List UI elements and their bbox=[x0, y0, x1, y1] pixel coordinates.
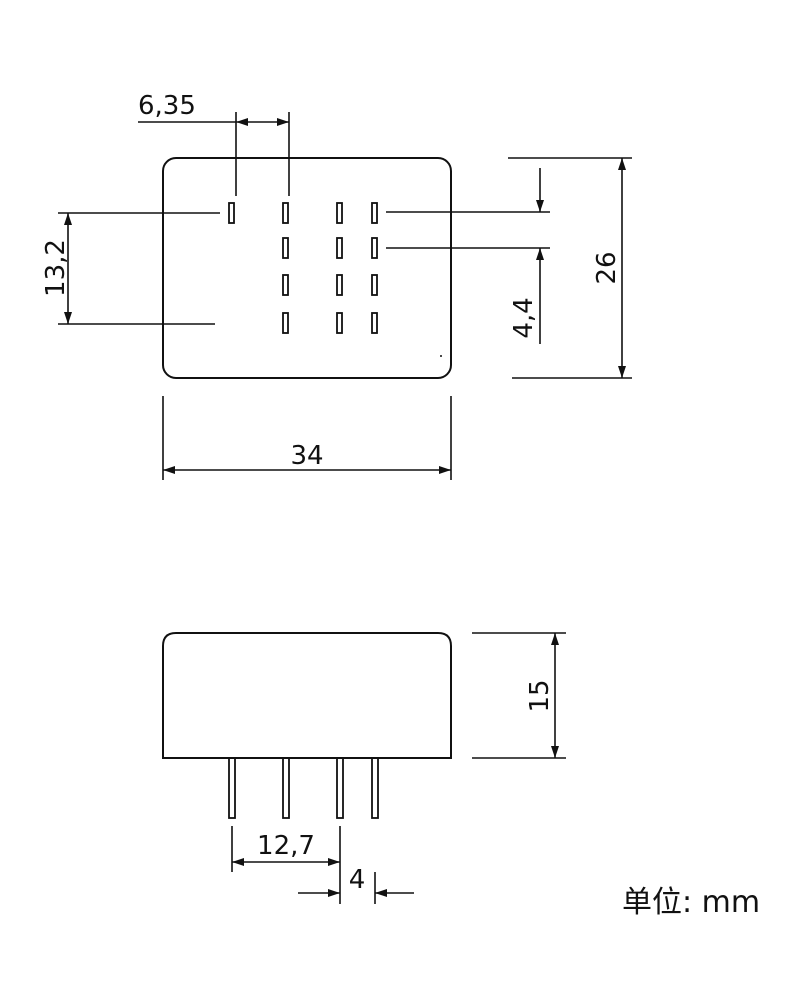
side-view-body-outline bbox=[162, 632, 452, 759]
label-pin-pitch-top: 6,35 bbox=[138, 91, 196, 121]
top-view bbox=[58, 112, 632, 480]
label-row-span-left: 13,2 bbox=[41, 239, 71, 297]
dim-row-span-left bbox=[58, 212, 220, 325]
pin-leg bbox=[371, 757, 379, 819]
pin-slot bbox=[371, 237, 378, 259]
top-view-pin-slots bbox=[228, 202, 378, 334]
label-height-right: 26 bbox=[592, 251, 622, 284]
pin-slot bbox=[336, 274, 343, 296]
pin-slot bbox=[282, 202, 289, 224]
dim-pin-span bbox=[231, 826, 341, 904]
units-label: 单位: mm bbox=[622, 885, 760, 920]
pin-slot bbox=[371, 274, 378, 296]
pin-slot bbox=[336, 237, 343, 259]
pin-leg bbox=[228, 757, 236, 819]
top-view-body-outline bbox=[162, 157, 452, 379]
reference-dot bbox=[440, 355, 442, 357]
dim-width-bottom bbox=[162, 396, 452, 480]
pin-slot bbox=[371, 202, 378, 224]
side-view bbox=[162, 632, 566, 904]
label-width-bottom: 34 bbox=[290, 441, 323, 471]
pin-slot bbox=[336, 202, 343, 224]
dim-body-height bbox=[472, 632, 566, 759]
dim-height-right bbox=[508, 157, 632, 379]
dim-row-pitch-right bbox=[386, 168, 550, 344]
pin-leg bbox=[282, 757, 290, 819]
pin-slot bbox=[228, 202, 235, 224]
pin-slot bbox=[282, 312, 289, 334]
label-pin-span: 12,7 bbox=[257, 831, 315, 861]
pin-slot bbox=[336, 312, 343, 334]
label-body-height: 15 bbox=[525, 679, 555, 712]
label-row-pitch-right: 4,4 bbox=[509, 297, 539, 338]
pin-slot bbox=[282, 237, 289, 259]
label-pin-gap: 4 bbox=[349, 865, 366, 895]
dim-pin-gap bbox=[298, 872, 414, 904]
pin-slot bbox=[371, 312, 378, 334]
dim-pin-pitch-top bbox=[138, 112, 290, 196]
pin-slot bbox=[282, 274, 289, 296]
pin-leg bbox=[336, 757, 344, 819]
side-view-pins bbox=[228, 757, 379, 819]
